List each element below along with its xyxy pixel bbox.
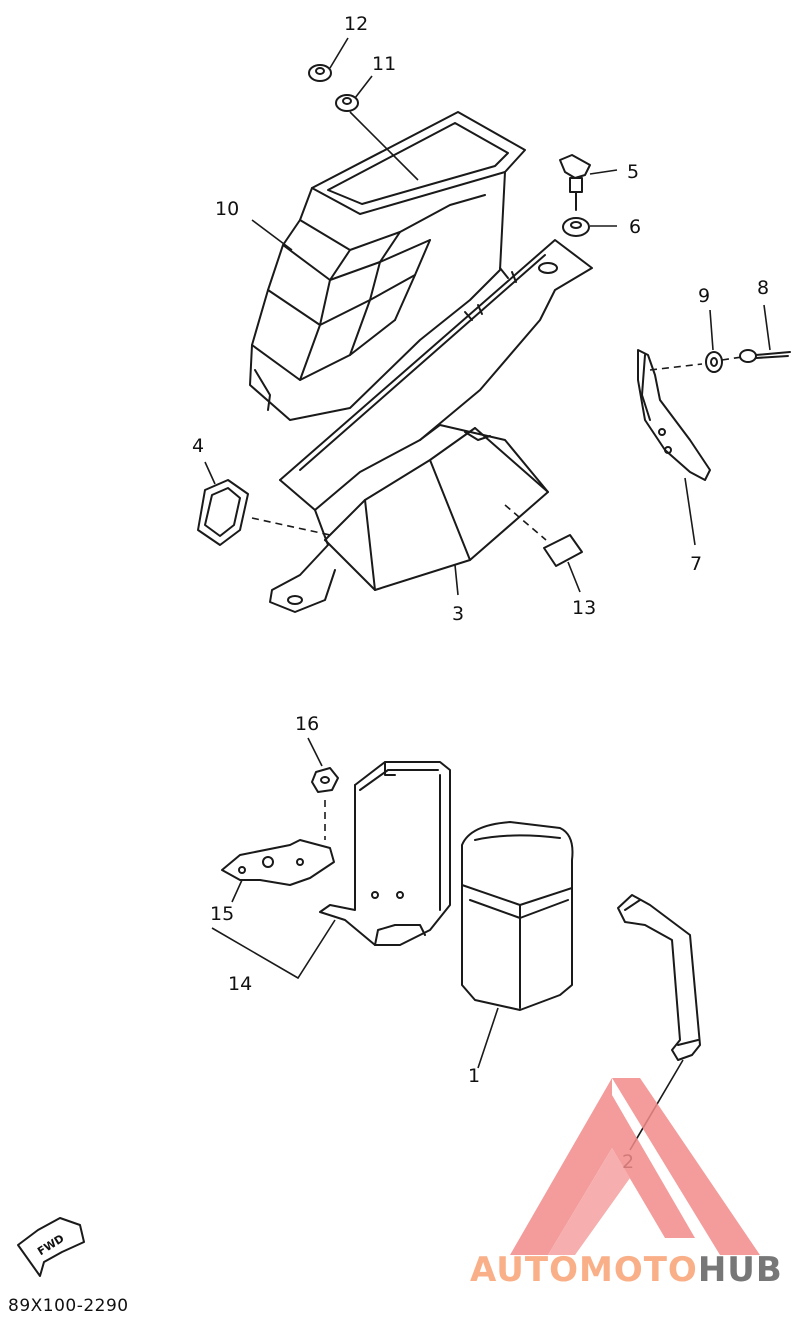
- callout-11: 11: [372, 53, 396, 75]
- part-8-bolt: [739, 349, 791, 363]
- part-4-seal: [197, 479, 249, 546]
- fwd-label: FWD: [35, 1232, 66, 1258]
- brand-moto: MOTO: [578, 1250, 698, 1290]
- callout-10: 10: [215, 198, 239, 220]
- callout-13: 13: [572, 597, 596, 619]
- part-1-battery: [461, 821, 574, 1011]
- callout-5: 5: [627, 161, 639, 183]
- part-13-pad: [543, 534, 583, 567]
- callout-3: 3: [452, 603, 464, 625]
- callout-6: 6: [629, 216, 641, 238]
- callout-1: 1: [468, 1065, 480, 1087]
- fwd-arrow-icon: [17, 1217, 85, 1277]
- brand-wordmark: AUTOMOTOHUB: [470, 1250, 783, 1290]
- part-10-air-duct: [249, 111, 526, 421]
- callout-9: 9: [698, 285, 710, 307]
- leaders-lower: [211, 737, 684, 1151]
- part-15-plate: [221, 839, 335, 886]
- part-2-strap: [617, 894, 701, 1061]
- leaders-upper: [204, 37, 771, 596]
- part-12-nut: [308, 64, 332, 82]
- brand-hub: HUB: [697, 1250, 783, 1290]
- part-11-nut: [335, 94, 359, 112]
- part-9-washer: [705, 351, 723, 373]
- callout-7: 7: [690, 553, 702, 575]
- callout-15: 15: [210, 903, 234, 925]
- brand-auto: AUTO: [470, 1250, 579, 1290]
- callout-labels: 12 11 10 5 6 9 8 4 7 3 13 16 15 14 1 2 F…: [35, 13, 769, 1258]
- part-3-battery-case: [269, 239, 593, 613]
- callout-14: 14: [228, 973, 252, 995]
- callout-4: 4: [192, 435, 204, 457]
- part-5-screw: [559, 154, 591, 211]
- part-code: 89X100-2290: [8, 1296, 129, 1316]
- part-6-grommet: [562, 217, 590, 237]
- part-14-tray: [319, 761, 451, 946]
- part-16-nut: [311, 767, 339, 793]
- callout-8: 8: [757, 277, 769, 299]
- callout-16: 16: [295, 713, 319, 735]
- brand-logo-icon: [510, 1078, 760, 1255]
- part-7-bracket: [637, 349, 711, 481]
- callout-12: 12: [344, 13, 368, 35]
